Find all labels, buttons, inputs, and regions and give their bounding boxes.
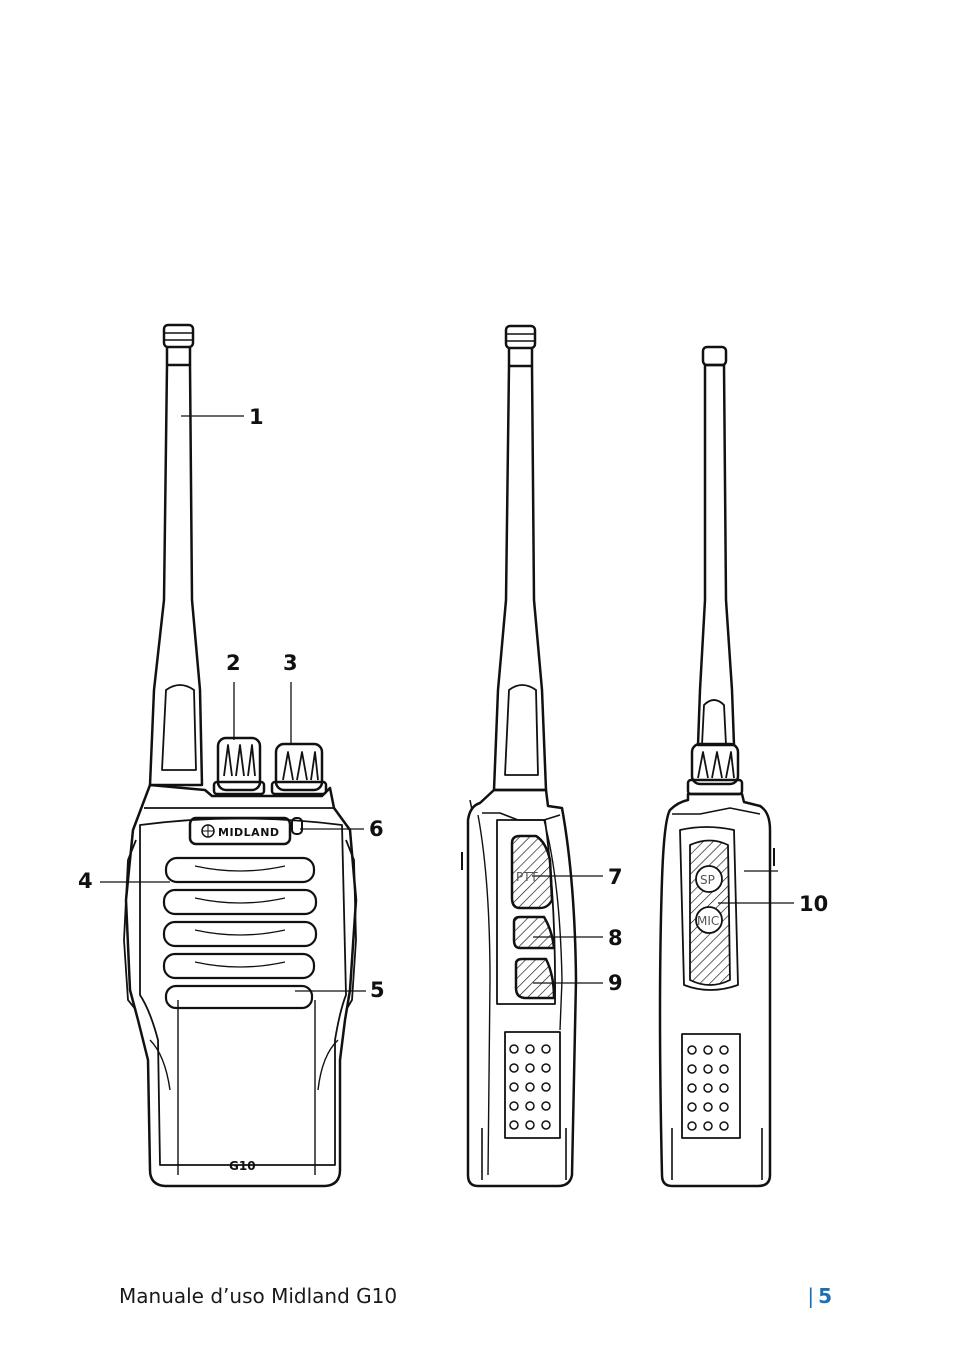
callout-5: 5 bbox=[370, 978, 385, 1002]
callout-9: 9 bbox=[608, 971, 623, 995]
callout-10: 10 bbox=[799, 892, 828, 916]
callout-1: 1 bbox=[249, 405, 264, 429]
front-led bbox=[291, 817, 303, 835]
ptt-button bbox=[510, 834, 554, 910]
callout-7: 7 bbox=[608, 865, 623, 889]
front-logo-badge bbox=[188, 816, 292, 846]
call-button bbox=[514, 957, 556, 1000]
footer-page-number: |5 bbox=[807, 1284, 832, 1308]
side-antenna bbox=[492, 324, 548, 792]
front-view bbox=[123, 323, 358, 1188]
front-knob-channel bbox=[270, 742, 328, 796]
sp-jack bbox=[695, 865, 723, 893]
callout-6: 6 bbox=[369, 817, 384, 841]
callout-4: 4 bbox=[78, 869, 93, 893]
callout-3: 3 bbox=[283, 651, 298, 675]
ptt-label: PTT bbox=[516, 870, 538, 884]
front-body bbox=[124, 783, 358, 1188]
footer-manual-title: Manuale d’uso Midland G10 bbox=[119, 1284, 398, 1308]
jack-side-grip bbox=[671, 1033, 763, 1180]
front-speaker-grille bbox=[162, 856, 318, 1010]
side-body bbox=[461, 788, 578, 1188]
callout-leaders bbox=[100, 415, 794, 992]
side-view-jack bbox=[658, 345, 775, 1188]
callout-2: 2 bbox=[226, 651, 241, 675]
mic-jack bbox=[695, 906, 723, 934]
jack-side-body bbox=[658, 792, 775, 1188]
monitor-button bbox=[512, 915, 556, 950]
model-label: G10 bbox=[229, 1159, 256, 1173]
brand-label: MIDLAND bbox=[218, 826, 280, 839]
sp-label: SP bbox=[700, 873, 715, 887]
page-number-value: 5 bbox=[818, 1284, 832, 1308]
jack-side-antenna bbox=[696, 345, 736, 747]
callout-8: 8 bbox=[608, 926, 623, 950]
side-view-ptt bbox=[461, 324, 578, 1188]
side-grip bbox=[481, 1031, 567, 1180]
front-antenna bbox=[148, 323, 204, 787]
page-separator: | bbox=[807, 1284, 815, 1308]
mic-label: MIC bbox=[697, 914, 719, 928]
jack-side-knob bbox=[686, 742, 744, 796]
front-knob-volume bbox=[212, 736, 266, 796]
